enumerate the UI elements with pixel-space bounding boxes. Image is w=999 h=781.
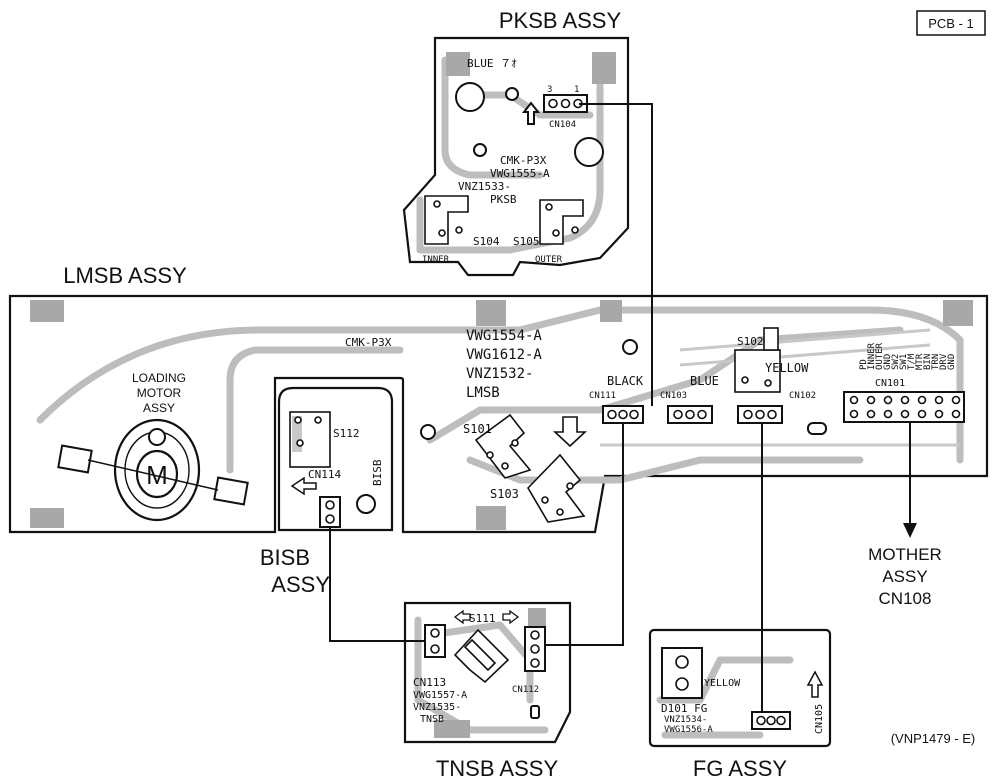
pksb-part-3: VNZ1533- — [458, 180, 511, 193]
cn103-color-label: BLUE — [690, 374, 719, 388]
bisb-board — [277, 386, 394, 532]
lmsb-part-2: VWG1612-A — [466, 347, 542, 363]
lmsb-switch-s101-label: S101 — [463, 422, 492, 436]
fg-board — [648, 628, 832, 748]
cn101-pin-inner: INNER — [867, 342, 877, 370]
cn111-color-label: BLACK — [607, 374, 644, 388]
fg-part-2: VNZ1534- — [664, 715, 707, 725]
cn101-pin-sw1: SW1 — [899, 354, 909, 370]
lmsb-title: LMSB ASSY — [63, 263, 187, 288]
fg-part-1: D101 FG — [661, 702, 707, 715]
cn101-pin-mtr: MTR — [915, 353, 925, 370]
pksb-title: PKSB ASSY — [499, 8, 622, 33]
loading-motor — [57, 418, 249, 522]
fg-connector-cn105: CN105 — [814, 704, 825, 734]
pksb-switch-s104-label: S104 — [473, 235, 500, 248]
cn101-pin-sw2: SW2 — [891, 354, 901, 370]
lmsb-switch-s103-label: S103 — [490, 487, 519, 501]
doc-code: (VNP1479 - E) — [891, 731, 976, 746]
pksb-part-4: PKSB — [490, 193, 517, 206]
cn101-pin-drv: DRV — [939, 353, 949, 370]
cn101-pin-bin: BIN — [923, 354, 933, 370]
pksb-caption-outer: OUTER — [535, 255, 563, 265]
lmsb-part-code: CMK-P3X — [345, 336, 392, 349]
pksb-caption-inner: INNER — [422, 255, 450, 265]
lmsb-switch-s102 — [734, 327, 781, 393]
lmsb-connector-cn111 — [602, 405, 644, 424]
bisb-connector-cn114: CN114 — [308, 468, 341, 481]
cn104-pin-left: 3 — [547, 85, 552, 95]
tnsb-part-1: VWG1557-A — [413, 690, 467, 701]
pksb-switch-s105-label: S105 — [513, 235, 540, 248]
motor-symbol: M — [146, 460, 168, 490]
motor-label-2: MOTOR — [137, 386, 182, 400]
cn101-pin-trn: TRN — [931, 354, 941, 370]
cn101-pin-tm: T/M — [907, 353, 917, 370]
pksb-switch-s105 — [539, 199, 584, 245]
cn103-label: CN103 — [660, 391, 687, 401]
tnsb-title: TNSB ASSY — [436, 756, 559, 781]
lmsb-connector-cn102 — [737, 405, 783, 424]
lmsb-switch-s102-label: S102 — [737, 335, 764, 348]
pksb-connector-cn104 — [543, 94, 588, 113]
mother-label-1: MOTHER — [868, 545, 942, 564]
bisb-title-1: BISB — [260, 545, 310, 570]
bisb-switch-s112: S112 — [333, 427, 360, 440]
cn101-pin-pd: PD — [859, 359, 869, 370]
tnsb-board — [403, 601, 572, 744]
fg-title: FG ASSY — [693, 756, 787, 781]
lmsb-connector-cn101 — [843, 391, 965, 423]
wire-cn114-cn113 — [329, 527, 425, 642]
cn104-label: CN104 — [549, 120, 576, 130]
page-ref: PCB - 1 — [928, 16, 974, 31]
motor-label-3: ASSY — [143, 401, 175, 415]
cn101-pin-gnd2: GND — [947, 354, 957, 370]
lmsb-part-3: VNZ1532- — [466, 366, 533, 382]
lmsb-switch-s101 — [474, 413, 532, 479]
pksb-switch-s104 — [424, 195, 469, 245]
lmsb-connector-cn103 — [667, 405, 713, 424]
bisb-title-2: ASSY — [271, 572, 330, 597]
tnsb-part-2: VNZ1535- — [413, 702, 461, 713]
cn101-pin-gnd: GND — [883, 354, 893, 370]
cn102-label: CN102 — [789, 391, 816, 401]
cn104-pin-right: 1 — [574, 85, 579, 95]
pksb-color-label: BLUE ７ｵ — [467, 57, 517, 70]
motor-label-1: LOADING — [132, 371, 186, 385]
cn111-label: CN111 — [589, 391, 616, 401]
mother-arrow — [903, 523, 917, 538]
tnsb-switch-s111: S111 — [469, 612, 496, 625]
wire-cn111-cn112 — [545, 423, 624, 646]
lmsb-part-1: VWG1554-A — [466, 328, 542, 344]
mother-label-2: ASSY — [882, 567, 927, 586]
pksb-part-2: VWG1555-A — [490, 167, 550, 180]
lmsb-direction-arrow — [552, 416, 588, 448]
cn101-pin-outer: OUTER — [875, 342, 885, 370]
fg-part-3: VWG1556-A — [664, 725, 713, 735]
pksb-board — [402, 36, 630, 277]
bisb-board-label: BISB — [371, 459, 384, 486]
lmsb-part-4: LMSB — [466, 385, 500, 401]
cn101-pin-names: PD INNER OUTER GND SW2 SW1 T/M MTR BIN T… — [859, 342, 957, 370]
wire-cn104-cn103 — [579, 103, 653, 406]
tnsb-part-3: TNSB — [420, 714, 444, 725]
page-ref-box — [916, 10, 986, 36]
fg-color-label: YELLOW — [704, 678, 741, 689]
mother-label-3: CN108 — [879, 589, 932, 608]
lmsb-switch-s103 — [527, 453, 586, 523]
tnsb-connector-cn112: CN112 — [512, 685, 539, 695]
tnsb-connector-cn113: CN113 — [413, 676, 446, 689]
cn101-label: CN101 — [875, 378, 905, 389]
cn102-color-label: YELLOW — [765, 361, 809, 375]
pksb-part-1: CMK-P3X — [500, 154, 547, 167]
